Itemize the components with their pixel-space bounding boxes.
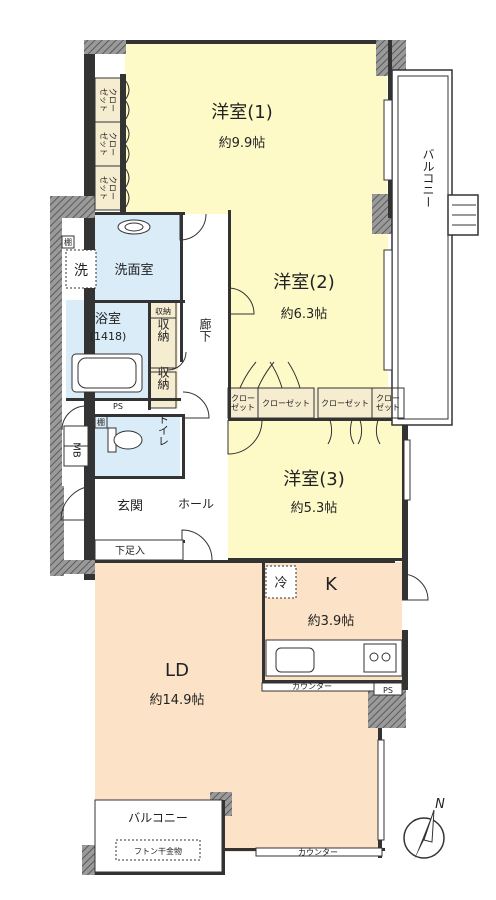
western2-name: 洋室(2) <box>273 272 335 293</box>
western1-floor <box>125 42 387 214</box>
mb-box: MB <box>63 425 89 467</box>
room-labels: 洋室(1) 約9.9帖 洋室(2) 約6.3帖 洋室(3) 約5.3帖 K 約3… <box>117 102 354 708</box>
bath-spec-label: (1418) <box>90 330 127 343</box>
shuno-storage: 収納 収納 収納 <box>149 301 177 409</box>
windows <box>377 99 411 841</box>
western1-size: 約9.9帖 <box>219 136 266 151</box>
shoe-label: 下足入 <box>115 545 145 557</box>
closet-row-4-label: クローゼット <box>376 394 400 412</box>
western3-floor <box>228 420 408 560</box>
hall-floor <box>180 214 228 562</box>
toilet: 棚 トイレ <box>94 414 170 453</box>
fridge-label: 冷 <box>274 576 287 591</box>
kitchen-counter-label: カウンター <box>292 682 332 691</box>
entrance-label: 玄関 <box>117 499 143 514</box>
bath: 浴室 (1418) PS <box>71 311 143 411</box>
kitchen-name: K <box>325 574 338 595</box>
ps-bath-label: PS <box>113 402 123 411</box>
balcony-east-label: バルコニー <box>421 148 435 208</box>
doors <box>60 213 429 601</box>
closet-left-3-label: クローゼット <box>99 176 117 200</box>
closet-left-1-label: クローゼット <box>99 88 117 112</box>
kitchen-fixtures: 冷 カウンター PS <box>261 565 403 696</box>
walls <box>50 40 408 875</box>
north-label: N <box>435 797 445 812</box>
shuno-floor <box>148 302 178 408</box>
western2-floor <box>228 214 388 388</box>
closet-row-3-label: クローゼット <box>321 398 369 408</box>
shuno-3-label: 収納 <box>156 366 170 390</box>
hall-label: ホール <box>178 497 214 511</box>
corridor-label: 廊下 <box>198 317 212 342</box>
closet-strip-left: クローゼット クローゼット クローゼット <box>94 77 130 211</box>
balcony-south: バルコニー フトン干金物 カウンター <box>94 799 383 873</box>
closet-row: クローゼット クローゼット クローゼット クローゼット <box>227 361 405 445</box>
balcony-counter-label: カウンター <box>298 848 338 857</box>
washroom: 棚 洗 洗面室 <box>61 219 154 289</box>
shuno-1-label: 収納 <box>155 306 171 316</box>
futon-label: フトン干金物 <box>134 846 182 856</box>
western2-size: 約6.3帖 <box>281 307 328 322</box>
closet-left-2-label: クローゼット <box>99 132 117 156</box>
toilet-shelf-label: 棚 <box>97 417 105 427</box>
balcony-south-label: バルコニー <box>128 811 188 825</box>
washer-label: 洗 <box>74 263 88 279</box>
closet-row-1-label: クローゼット <box>231 394 255 412</box>
mb-label: MB <box>71 442 82 458</box>
living-size: 約14.9帖 <box>150 693 205 708</box>
shoe-cabinet: 下足入 <box>94 539 184 561</box>
closet-row-floor <box>228 388 404 420</box>
western1-name: 洋室(1) <box>211 102 273 123</box>
shuno-2-label: 収納 <box>156 318 170 342</box>
living-name: LD <box>165 660 189 681</box>
western3-size: 約5.3帖 <box>291 501 338 516</box>
closet-row-2-label: クローゼット <box>262 398 310 408</box>
western3-name: 洋室(3) <box>283 469 345 490</box>
compass: N <box>403 797 445 860</box>
bath-label: 浴室 <box>95 311 121 327</box>
balcony-east: バルコニー <box>391 69 479 426</box>
toilet-label: トイレ <box>157 414 170 447</box>
washroom-label: 洗面室 <box>114 262 153 278</box>
ps-kitchen-label: PS <box>383 686 393 695</box>
kitchen-size: 約3.9帖 <box>308 614 355 629</box>
shelf-label: 棚 <box>64 237 72 247</box>
